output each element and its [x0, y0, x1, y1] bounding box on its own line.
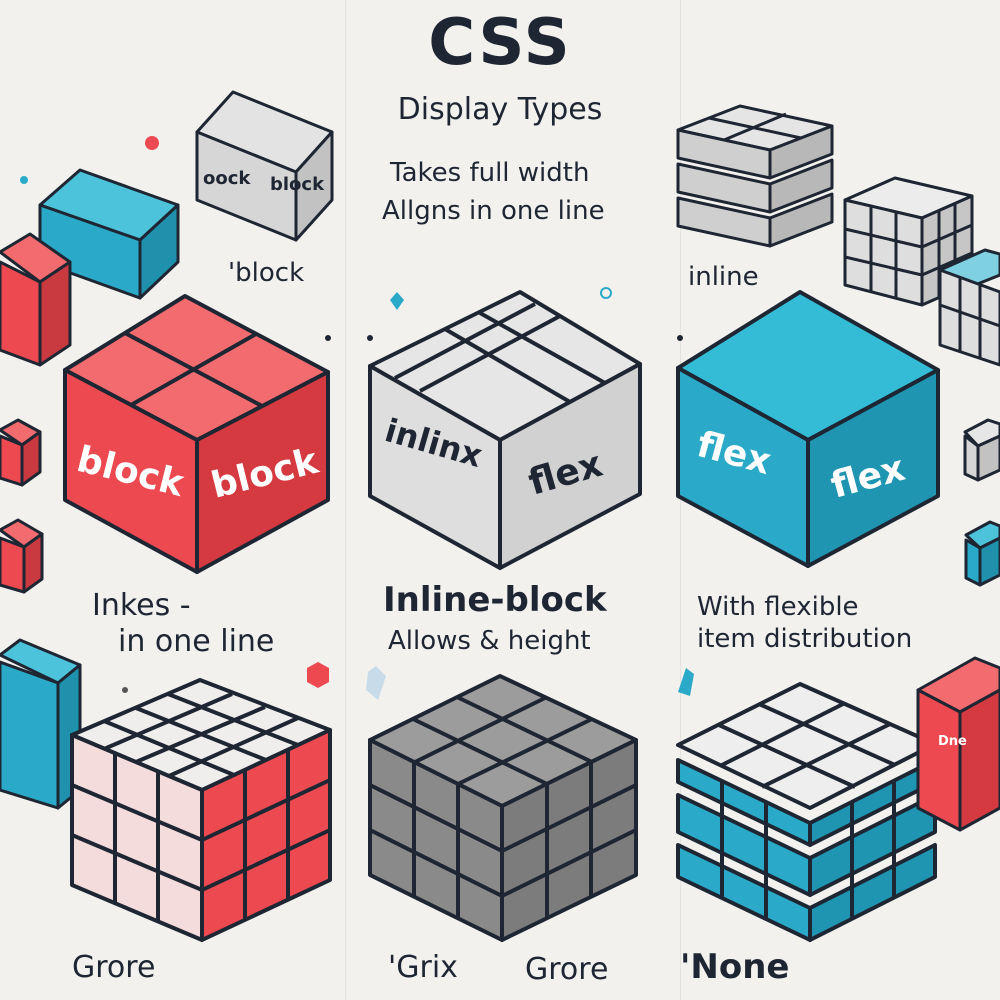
cube-gray-tiny: [963, 418, 1000, 482]
cube-stack-slabs: [676, 104, 834, 248]
decor-dot: [122, 687, 128, 693]
cube-red-tiny: [0, 518, 44, 594]
cube-grid-small: [843, 176, 974, 307]
cube-red-small: [0, 232, 72, 367]
decor-dot: [145, 136, 159, 150]
page-subtitle: Display Types: [397, 92, 603, 127]
cube-teal-small: [38, 168, 180, 300]
cube-block-small-right-label: block: [270, 174, 325, 195]
cube-grid-teal: [676, 682, 937, 942]
decor-dot: [677, 335, 683, 341]
decor-dot: [325, 335, 331, 341]
bottom-label-middle-a: 'Grix: [388, 950, 458, 985]
bottom-label-left: Grore: [72, 950, 156, 985]
cube-teal-tiny: [964, 520, 1000, 587]
cube-inline-large: inlinx flex: [368, 290, 642, 570]
decor-gem: [678, 668, 694, 696]
feature-line-2: Allgns in one line: [382, 196, 605, 226]
cube-flex-large: flex flex: [676, 290, 940, 568]
decor-gem: [366, 666, 386, 700]
cube-block-large: block block: [63, 294, 330, 574]
decor-dot: [20, 176, 28, 184]
caption-right-line-1: With flexible: [697, 592, 859, 622]
cube-grid-red: [70, 678, 332, 942]
caption-left-line-2: in one line: [118, 624, 275, 659]
cube-teal-grid-partial: [938, 248, 1000, 367]
label-inline: inline: [688, 262, 759, 292]
label-block: 'block: [228, 258, 305, 288]
column-divider: [680, 0, 681, 1000]
decor-gem: [390, 292, 404, 310]
caption-middle-line-2: Allows & height: [388, 626, 591, 656]
bottom-label-right: 'None: [680, 947, 790, 987]
cube-none-label: Dne: [938, 734, 967, 749]
column-divider: [345, 0, 346, 1000]
decor-dot: [367, 335, 373, 341]
decor-gem: [307, 662, 329, 688]
page-title: CSS: [428, 6, 572, 80]
feature-line-1: Takes full width: [390, 158, 590, 188]
caption-right-line-2: item distribution: [697, 624, 913, 654]
decor-ring: [600, 287, 612, 299]
caption-middle-line-1: Inline-block: [383, 580, 607, 620]
bottom-label-middle-b: Grore: [525, 952, 609, 987]
caption-left-line-1: Inkes -: [92, 588, 191, 623]
cube-block-small: oock block: [195, 90, 334, 242]
cube-none-red: Dne: [916, 656, 1000, 832]
cube-grid-gray: [368, 674, 638, 942]
cube-red-tiny: [0, 418, 42, 487]
cube-teal-medium: [0, 638, 82, 810]
cube-block-small-left-label: oock: [203, 168, 251, 189]
